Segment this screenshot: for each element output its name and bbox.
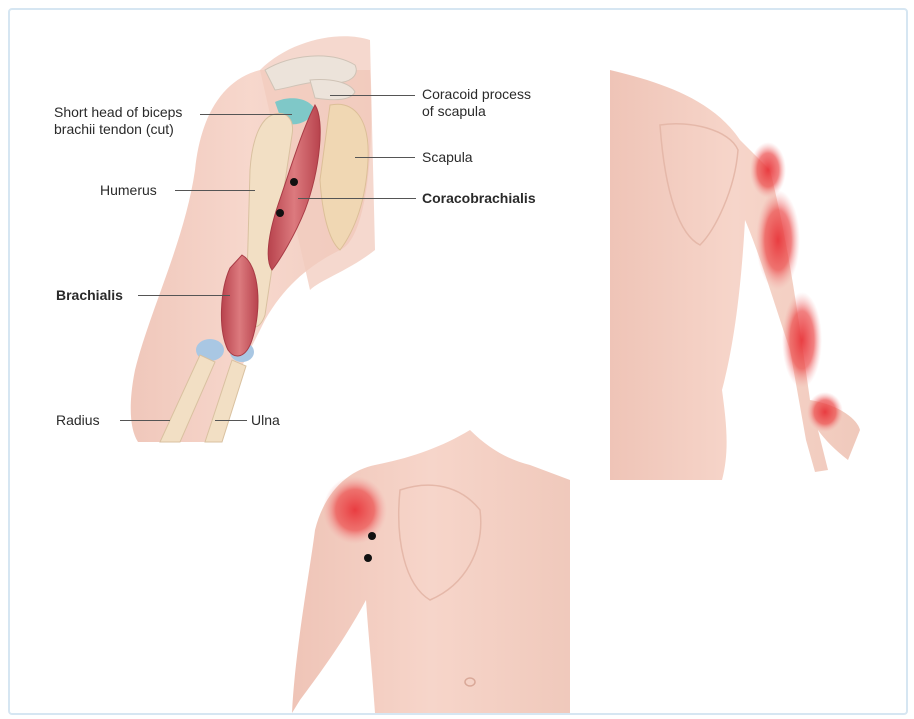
label-short-head-line1: Short head of biceps xyxy=(54,104,182,121)
leader-ulna xyxy=(215,420,247,421)
front-trigger-point-1 xyxy=(368,532,376,540)
leader-humerus xyxy=(175,190,255,191)
front-view-figure xyxy=(292,430,570,713)
leader-coracobrachialis xyxy=(298,198,416,199)
trigger-point-2 xyxy=(276,209,284,217)
leader-short-head xyxy=(200,114,292,115)
label-short-head: Short head of biceps brachii tendon (cut… xyxy=(54,104,182,138)
front-trigger-point-2 xyxy=(364,554,372,562)
arm-anatomy xyxy=(131,36,375,442)
label-radius: Radius xyxy=(56,412,100,429)
pain-upper-arm xyxy=(756,190,800,290)
label-coracoid-line2: of scapula xyxy=(422,103,531,120)
pain-shoulder-back xyxy=(750,142,786,198)
label-coracoid: Coracoid process of scapula xyxy=(422,86,531,120)
pain-shoulder-front xyxy=(323,476,387,544)
pain-hand xyxy=(807,392,843,432)
label-ulna: Ulna xyxy=(251,412,280,429)
leader-brachialis xyxy=(138,295,230,296)
back-view-figure xyxy=(610,70,860,480)
label-coracoid-line1: Coracoid process xyxy=(422,86,531,103)
leader-scapula xyxy=(355,157,415,158)
label-short-head-line2: brachii tendon (cut) xyxy=(54,121,182,138)
pain-forearm xyxy=(782,292,822,388)
label-humerus: Humerus xyxy=(100,182,157,199)
leader-coracoid xyxy=(330,95,415,96)
trigger-point-1 xyxy=(290,178,298,186)
figure-frame: Short head of biceps brachii tendon (cut… xyxy=(8,8,908,715)
front-body xyxy=(292,430,570,713)
label-scapula: Scapula xyxy=(422,149,473,166)
label-coracobrachialis: Coracobrachialis xyxy=(422,190,536,207)
leader-radius xyxy=(120,420,170,421)
label-brachialis: Brachialis xyxy=(56,287,123,304)
